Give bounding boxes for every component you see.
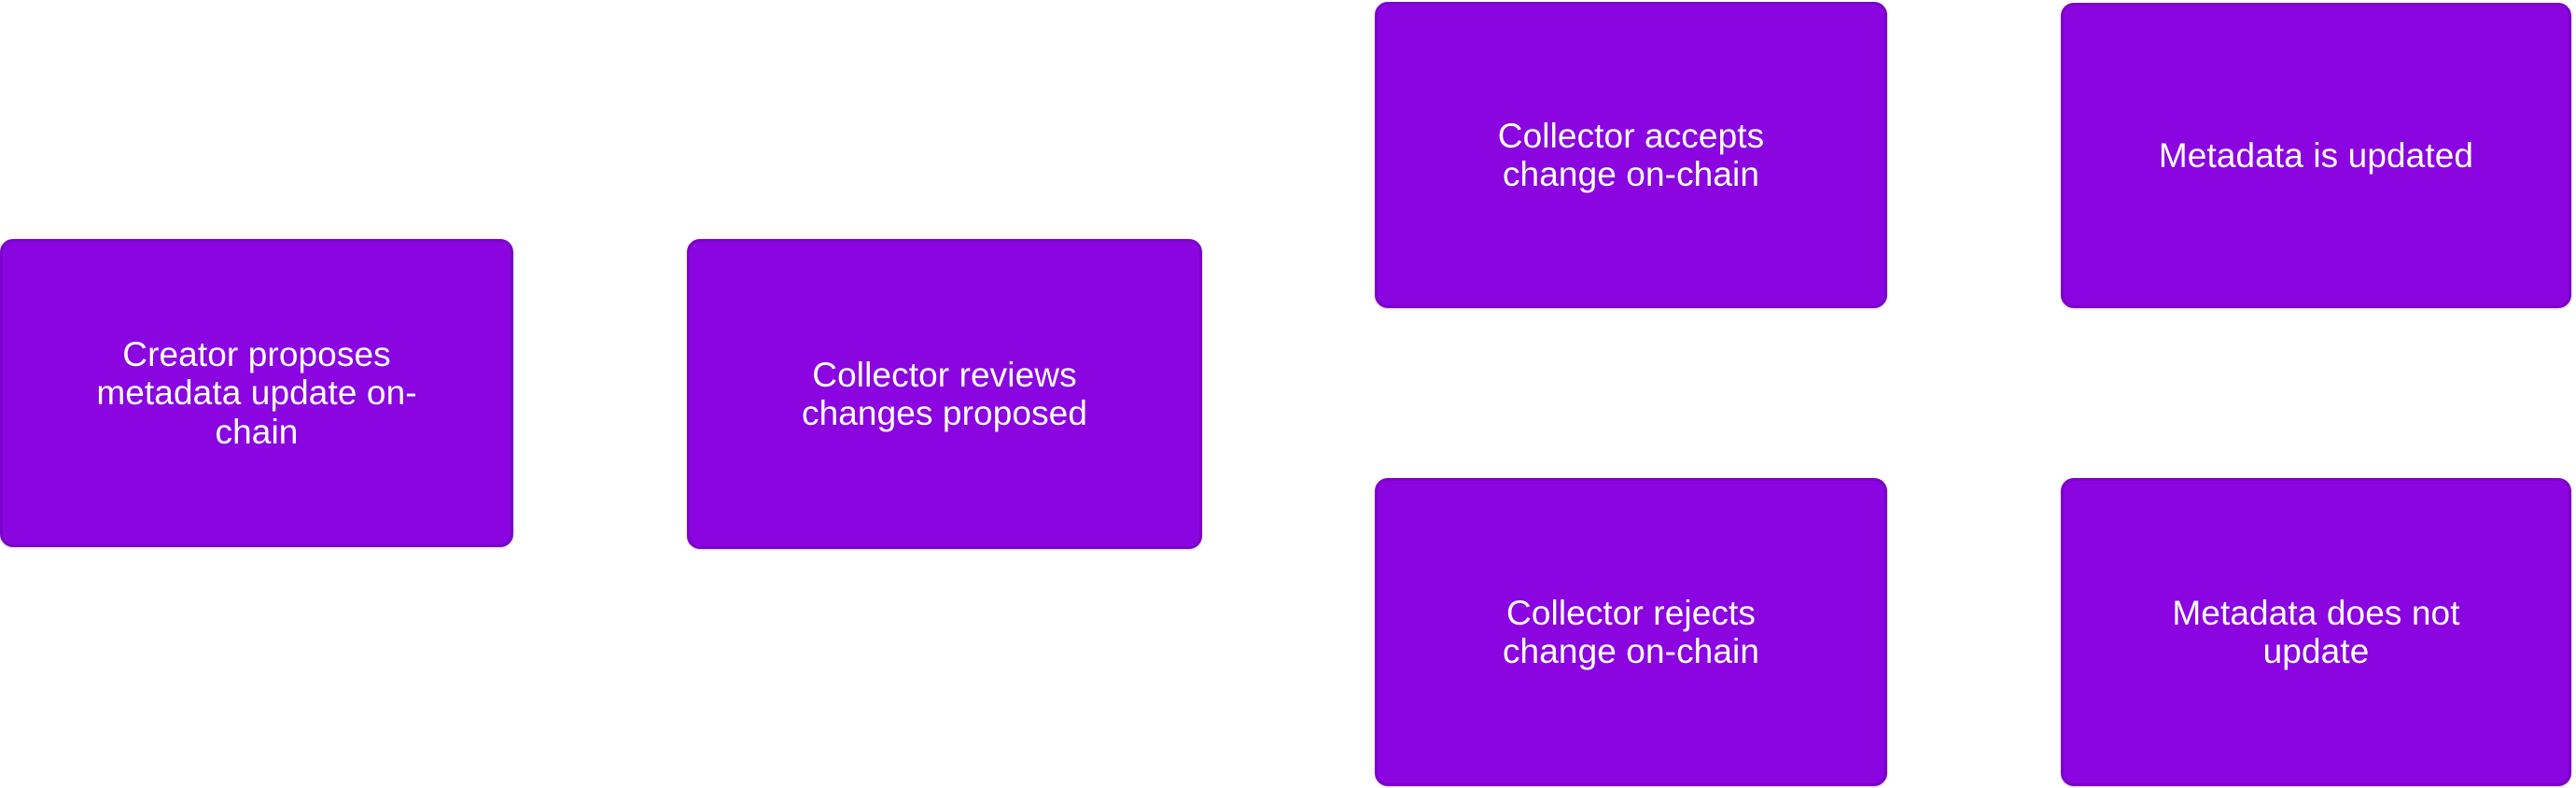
flow-node-label: Metadata does not update [2172,593,2460,670]
flow-node-creator-proposes[interactable]: Creator proposes metadata update on- cha… [0,239,513,547]
flow-node-metadata-not-updated[interactable]: Metadata does not update [2061,478,2571,786]
flow-node-collector-accepts[interactable]: Collector accepts change on-chain [1375,2,1887,308]
flow-node-collector-rejects[interactable]: Collector rejects change on-chain [1375,478,1887,786]
flow-node-label: Metadata is updated [2158,135,2474,175]
flow-node-label: Collector accepts change on-chain [1497,116,1765,193]
flow-node-metadata-updated[interactable]: Metadata is updated [2061,3,2571,308]
flow-node-collector-reviews[interactable]: Collector reviews changes proposed [687,239,1202,549]
flow-node-label: Collector rejects change on-chain [1502,593,1760,670]
flow-node-label: Collector reviews changes proposed [801,355,1088,432]
flow-node-label: Creator proposes metadata update on- cha… [96,334,417,451]
